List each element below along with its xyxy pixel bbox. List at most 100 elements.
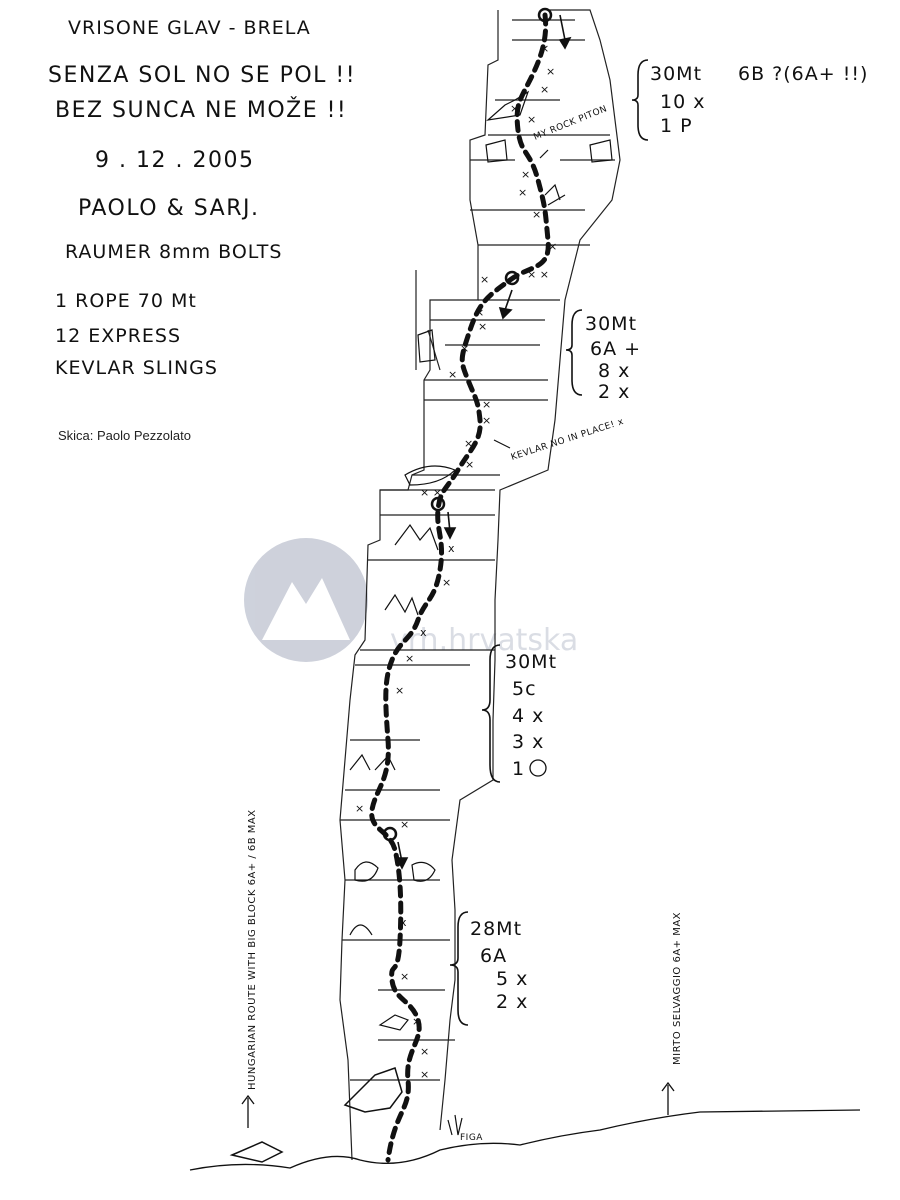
bolt-marker: × [400,970,409,983]
hungarian-route-label: HUNGARIAN ROUTE WITH BIG BLOCK 6A+ / 6B … [247,809,258,1090]
pitch-3-grade: 6A + [590,338,641,360]
pitch-4-grade: 6B ?(6A+ !!) [738,63,868,85]
pitch-2-trees-count: 1 [512,758,525,780]
bolt-marker: × [540,42,549,55]
pitch-1-slings: 2 x [496,991,528,1013]
bolt-marker: × [482,414,491,427]
big-block-icon [343,1067,403,1113]
bush-icon [404,465,457,486]
bolt-marker: × [475,306,484,319]
bolt-marker: × [532,208,541,221]
bolt-marker: × [521,168,530,181]
gear-rope: 1 ROPE 70 Mt [55,290,197,312]
watermark-text: vrh.hrvatska [390,623,578,658]
bolt-marker: × [460,342,469,355]
boulder-icon [229,1141,284,1163]
bush-icon [544,183,566,206]
pitch-3-length: 30Mt [585,313,637,335]
route-line [369,12,551,1163]
side-route-right: MIRTO SELVAGGIO 6A+ MAX [661,912,683,1115]
bolt-marker: × [442,576,451,589]
belay-station-1-icon [382,826,398,842]
sketch-credit: Skica: Paolo Pezzolato [58,428,191,443]
bolt-marker: × [482,398,491,411]
pitch-2-slings: 3 x [512,731,544,753]
block-icon [485,139,508,163]
mountain-logo-icon [244,538,368,662]
tree-icon [529,759,547,777]
bolt-marker: × [420,1068,429,1081]
first-ascent-date: 9 . 12 . 2005 [95,148,254,173]
side-route-left: HUNGARIAN ROUTE WITH BIG BLOCK 6A+ / 6B … [241,809,258,1128]
pitch-2-length: 30Mt [505,651,557,673]
block-icon [589,139,613,163]
bolt-marker: × [405,652,414,665]
piton-label: MY ROCK PITON [532,104,608,143]
bolt-marker: × [527,113,536,126]
grass-icon [349,753,396,771]
block-icon [417,329,436,363]
route-name-croatian: BEZ SUNCA NE MOŽE !! [55,97,347,123]
bolt-marker: × [540,83,549,96]
pitch-3-info: 30Mt 6A + 8 x 2 x [565,309,641,403]
pitch-4-pitons: 1 P [660,115,693,137]
watermark: vrh.hrvatska [244,538,578,662]
bolt-marker: × [400,818,409,831]
bolt-marker: × [412,1015,421,1028]
pitch-2-bolts: 4 x [512,705,544,727]
kevlar-label: KEVLAR NO IN PLACE! x [510,417,626,463]
belay-station-2-icon [430,496,446,512]
bolt-marker: × [548,240,557,253]
mountain-peak-icon [262,578,350,640]
bolt-type: RAUMER 8mm BOLTS [65,241,282,263]
bolt-marker: × [546,65,555,78]
bolt-marker: × [478,320,487,333]
pitch-1-grade: 6A [480,945,507,967]
route-name-italian: SENZA SOL NO SE POL !! [48,63,356,88]
belay-stations [382,7,553,842]
bolt-marker: × × [527,268,549,281]
bolt-marker: × [420,1045,429,1058]
tree-icon [394,523,439,551]
ground-line [189,1109,861,1171]
gear-express: 12 EXPRESS [55,325,181,347]
bolt-marker: × [518,186,527,199]
bolt-marker: × [464,437,473,450]
figa-label: FIGA [460,1133,483,1143]
pitch-1-bolts: 5 x [496,968,528,990]
gear-slings: KEVLAR SLINGS [55,357,218,379]
bolt-marker: × [448,368,457,381]
vegetation [349,90,613,1136]
bolt-marker: × [355,802,364,815]
pitch-3-bolts: 8 x [598,360,630,382]
pitch-1-length: 28Mt [470,918,522,940]
bolt-marker: × [510,102,519,115]
bush-icon [486,90,530,121]
fig-tree-icon [447,1114,463,1136]
rock-wall [339,9,621,1161]
bolt-marker: x [420,626,427,639]
bolt-marker: × [465,458,474,471]
bolt-marker: × × [420,486,442,499]
arrow-up-icon [661,1081,675,1115]
pitch-4-bolts: 10 x [660,91,705,113]
pitch-2-grade: 5c [512,678,537,700]
bush-icon [411,861,436,882]
rappel-arrows [395,14,572,870]
bolt-marker: x [448,542,455,555]
topo-title: VRISONE GLAV - BRELA [68,17,311,39]
pitch-4-length: 30Mt [650,63,702,85]
bolt-markers: × × × × × × × × × × × × × × × × × × × × … [355,42,557,1081]
pitch-3-slings: 2 x [598,381,630,403]
first-ascent-authors: PAOLO & SARJ. [78,196,259,221]
annotation-piton: MY ROCK PITON [532,104,609,159]
bolt-marker: × [480,273,489,286]
bolt-marker: × [395,684,404,697]
pitch-1-info: 28Mt 6A 5 x 2 x [449,911,528,1026]
belay-station-4-icon [537,7,553,23]
bush-icon [349,924,373,936]
ledge-icon [378,1014,409,1031]
mirto-selvaggio-label: MIRTO SELVAGGIO 6A+ MAX [672,912,683,1065]
bolt-marker: x [400,916,407,929]
